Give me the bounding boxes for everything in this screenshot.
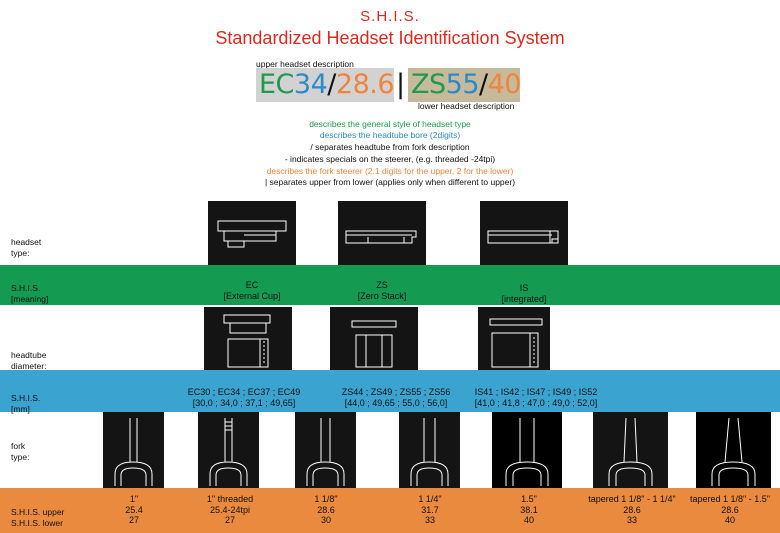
row-label-shis-meaning: S.H.I.S.[meaning]: [11, 283, 49, 304]
meaning-ec: EC[External Cup]: [223, 280, 281, 301]
acronym-title: S.H.I.S.: [360, 8, 420, 25]
fork-1in-image: [103, 412, 164, 488]
upper-type-code: EC: [259, 69, 294, 100]
fork-values-band: [0, 488, 780, 533]
fork-1-1-4-image: [399, 412, 460, 488]
meaning-zs: ZS[Zero Stack]: [357, 280, 407, 301]
lower-type-code: ZS: [411, 69, 446, 100]
legend-line: describes the fork steerer (2.1 digits f…: [266, 166, 514, 176]
fork-tapered-1-5-image: [696, 412, 771, 488]
legend-line: describes the general style of headset t…: [309, 119, 471, 129]
lower-description-label: lower headset description: [418, 101, 515, 111]
legend-line: - indicates specials on the steerer, (e.…: [284, 154, 496, 164]
lower-code-box: [408, 68, 520, 102]
headset-ec-image: [208, 201, 296, 265]
fork-1-5-image: [492, 412, 562, 488]
headtube-is-image: [478, 307, 550, 370]
headtube-zs-image: [330, 307, 418, 370]
legend-line: describes the headtube bore (2digits): [319, 130, 461, 140]
upper-steerer-code: 28.6: [335, 69, 395, 100]
lower-bore-code: 55: [445, 69, 480, 100]
upper-description-label: upper headset description: [256, 59, 354, 69]
meaning-is: IS[integrated]: [501, 283, 547, 304]
mm-band: [0, 370, 780, 412]
lower-steerer-code: 40: [487, 69, 522, 100]
upper-separator: /: [327, 69, 336, 100]
row-label-shis-upper: S.H.I.S. upper: [11, 507, 65, 517]
headset-is-image: [480, 201, 568, 265]
row-label-shis-lower: S.H.I.S. lower: [11, 518, 63, 528]
fork-1in-threaded-image: [198, 412, 259, 488]
lower-code: ZS55/40: [411, 67, 521, 103]
headtube-sizes-zs: ZS44 ; ZS49 ; ZS55 ; ZS56[44,0 ; 49,65 ;…: [341, 387, 451, 408]
headtube-ec-image: [204, 307, 292, 370]
fork-tapered-1-1-4-image: [593, 412, 668, 488]
meaning-band: [0, 265, 780, 305]
upper-code-box: [256, 68, 394, 102]
legend-line: | separates upper from lower (applies on…: [264, 177, 516, 187]
upper-bore-code: 34: [293, 69, 328, 100]
lower-separator: /: [479, 69, 488, 100]
headtube-sizes-is: IS41 ; IS42 ; IS47 ; IS49 ; IS52[41,0 ; …: [474, 387, 598, 408]
upper-lower-divider: |: [396, 69, 405, 100]
legend-line: / separates headtube from fork descripti…: [310, 142, 470, 152]
headset-zs-image: [338, 201, 426, 265]
page-title: Standardized Headset Identification Syst…: [215, 28, 565, 48]
upper-code: EC34/28.6: [259, 67, 395, 103]
row-label-shis-mm: S.H.I.S.[mm]: [11, 393, 41, 414]
fork-1-1-8-image: [295, 412, 356, 488]
headtube-sizes-ec: EC30 ; EC34 ; EC37 ; EC49[30,0 ; 34,0 ; …: [187, 387, 301, 408]
